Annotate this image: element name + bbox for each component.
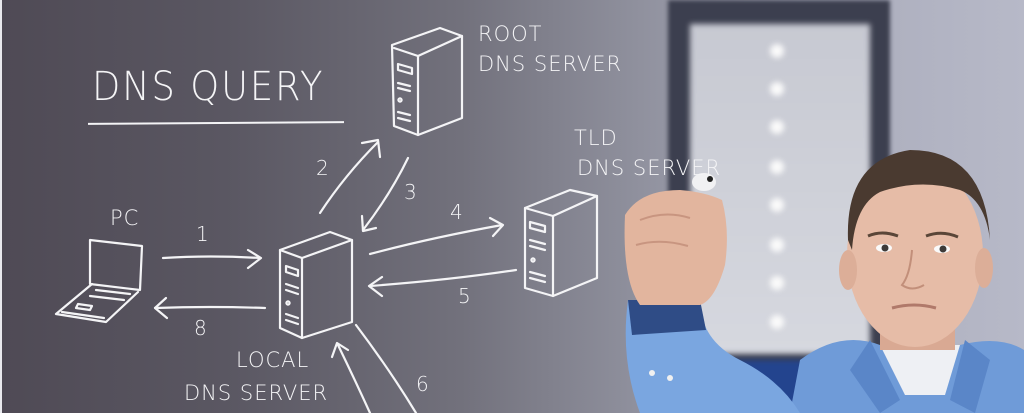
arrow-step-7	[330, 341, 372, 413]
rack-light	[770, 315, 784, 329]
arrow-step-3	[360, 156, 410, 233]
root-server-icon	[390, 26, 464, 137]
tld-server-label-line2: DNS SERVER	[577, 156, 722, 180]
pc-label: PC	[110, 206, 140, 230]
arrow-step-5	[367, 268, 518, 298]
tld-server-label-line1: TLD	[574, 126, 618, 150]
arrow-step-6	[354, 323, 418, 413]
rack-light	[770, 238, 784, 252]
step-number-8: 8	[194, 316, 208, 340]
step-number-3: 3	[404, 180, 418, 204]
arrow-step-2	[318, 138, 382, 215]
arrow-step-1	[161, 248, 263, 270]
step-number-6: 6	[416, 372, 430, 396]
rack-light	[770, 120, 784, 134]
diagram-title: DNS QUERY	[92, 64, 325, 110]
rack-light	[770, 44, 784, 58]
local-server-label-line1: LOCAL	[236, 348, 310, 372]
local-server-icon	[278, 230, 354, 340]
step-number-5: 5	[458, 284, 472, 308]
step-number-1: 1	[196, 222, 210, 246]
step-number-2: 2	[316, 156, 330, 180]
arrow-step-8	[153, 296, 267, 320]
rack-light	[770, 276, 784, 290]
arrow-step-4	[368, 216, 505, 256]
root-server-label-line2: DNS SERVER	[478, 52, 623, 76]
background-rack-panel	[690, 24, 870, 354]
rack-light	[770, 82, 784, 96]
root-server-label-line1: ROOT	[478, 22, 543, 46]
local-server-label-line2: DNS SERVER	[184, 381, 329, 405]
tld-server-icon	[523, 188, 599, 298]
rack-light	[770, 160, 784, 174]
laptop-icon	[54, 238, 144, 324]
rack-light	[770, 198, 784, 212]
step-number-4: 4	[450, 200, 464, 224]
